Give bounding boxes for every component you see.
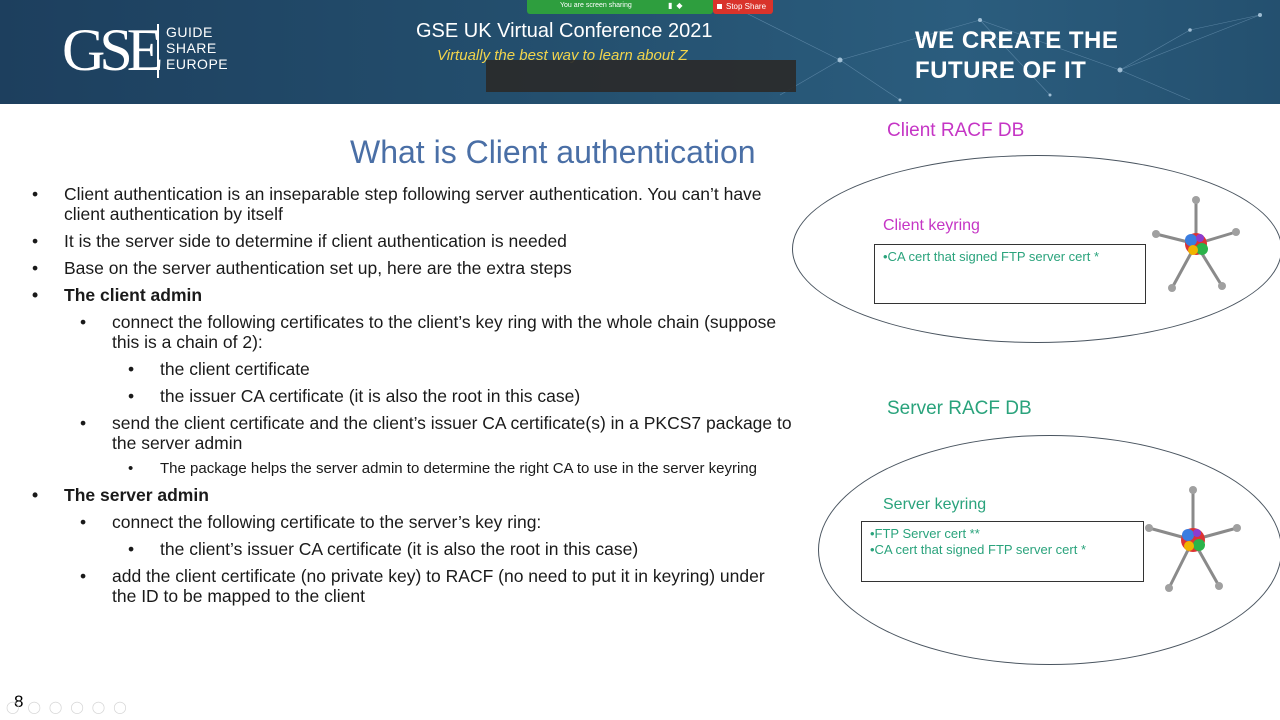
sub-bullet-item: • connect the following certificates to t… [32, 312, 792, 352]
conference-banner: GSE GUIDE SHARE EUROPE GSE UK Virtual Co… [0, 0, 1280, 104]
bullet-glyph: • [128, 460, 134, 477]
presenter-toolbar[interactable]: ◯◯◯◯◯◯ [6, 700, 135, 714]
slides-icon[interactable]: ◯ [48, 700, 71, 714]
server-keyring-entry: •FTP Server cert ** [870, 526, 980, 541]
bullet-glyph: • [128, 359, 135, 379]
conference-subtitle: Virtually the best way to learn about Z [437, 47, 688, 64]
sub-sub-bullet-item: • The package helps the server admin to d… [32, 460, 792, 478]
sub-sub-bullet-item: • the client’s issuer CA certificate (it … [32, 539, 792, 559]
keyring-icon [1145, 486, 1241, 592]
logo-divider [157, 24, 159, 78]
screen-share-bar[interactable] [527, 0, 713, 14]
bullet-item: • It is the server side to determine if c… [32, 231, 792, 251]
server-racf-db-label: Server RACF DB [887, 398, 1032, 419]
bullet-text: the client certificate [160, 359, 310, 379]
logo-wordmark: GUIDE SHARE EUROPE [166, 24, 228, 72]
bullet-text: The client admin [64, 285, 203, 305]
tagline: WE CREATE THE FUTURE OF IT [915, 26, 1118, 86]
bullet-glyph: • [80, 566, 87, 586]
bullet-glyph: • [32, 485, 39, 505]
tagline-line-2: FUTURE OF IT [915, 57, 1087, 84]
bullet-text: The server admin [64, 485, 209, 505]
bullet-text: connect the following certificate to the… [112, 512, 542, 532]
slide-title: What is Client authentication [350, 134, 756, 170]
client-racf-db-ellipse [792, 155, 1280, 343]
pause-icon[interactable]: ▮ [668, 1, 677, 10]
logo-line-europe: EUROPE [166, 56, 229, 72]
subtitle-icon[interactable]: ◯ [91, 700, 114, 714]
bullet-glyph: • [80, 512, 87, 532]
zoom-icon[interactable]: ◯ [70, 700, 92, 714]
bullet-text: Base on the server authentication set up… [64, 258, 572, 278]
redaction-bar [486, 60, 796, 92]
bullet-glyph: • [32, 184, 39, 204]
screen-share-status: You are screen sharing [560, 2, 632, 9]
bullet-item: • Base on the server authentication set u… [32, 258, 792, 278]
share-control-icons[interactable]: ▮◆ [668, 1, 687, 10]
tagline-line-1: WE CREATE THE [915, 27, 1119, 54]
conference-title: GSE UK Virtual Conference 2021 [416, 20, 713, 42]
bullet-glyph: • [128, 386, 135, 406]
bullet-glyph: • [32, 285, 39, 305]
shield-icon[interactable]: ◆ [676, 1, 687, 10]
bullet-text: Client authentication is an inseparable … [64, 184, 762, 224]
bullet-text: send the client certificate and the clie… [112, 413, 792, 453]
gse-logo-mark: GSE [62, 17, 163, 83]
server-keyring-label: Server keyring [883, 496, 987, 513]
sub-bullet-item: • add the client certificate (no private … [32, 566, 792, 606]
client-keyring-box: •CA cert that signed FTP server cert * [874, 244, 1146, 304]
bullet-glyph: • [80, 413, 87, 433]
sub-bullet-item: • connect the following certificate to th… [32, 512, 792, 532]
pen-icon[interactable]: ◯ [27, 700, 49, 714]
gse-logo: GSE GUIDE SHARE EUROPE [62, 14, 232, 86]
sub-bullet-item: • send the client certificate and the cli… [32, 413, 792, 453]
stop-icon [717, 4, 722, 10]
bullet-glyph: • [32, 258, 39, 278]
bullet-text: the issuer CA certificate (it is also th… [160, 386, 581, 406]
bullet-glyph: • [128, 539, 135, 559]
bullet-text: It is the server side to determine if cl… [64, 231, 567, 251]
bullet-item: • Client authentication is an inseparable… [32, 184, 792, 224]
more-icon[interactable]: ◯ [113, 700, 135, 714]
client-keyring-label: Client keyring [883, 217, 980, 234]
logo-line-share: SHARE [166, 40, 217, 56]
server-keyring-box: •FTP Server cert ** •CA cert that signed… [861, 521, 1144, 582]
bullet-text: add the client certificate (no private k… [112, 566, 765, 606]
bullet-glyph: • [80, 312, 87, 332]
server-racf-db-ellipse [818, 435, 1280, 665]
bullet-text: The package helps the server admin to de… [160, 460, 757, 477]
bullet-item-server-admin: • The server admin [32, 485, 792, 505]
client-racf-db-label: Client RACF DB [887, 120, 1025, 141]
logo-line-guide: GUIDE [166, 24, 213, 40]
sub-sub-bullet-item: • the issuer CA certificate (it is also t… [32, 386, 792, 406]
bullet-glyph: • [32, 231, 39, 251]
slide-bullets: • Client authentication is an inseparable… [32, 184, 792, 613]
bullet-text: the client’s issuer CA certificate (it i… [160, 539, 639, 559]
slide-page-number: 8 [14, 692, 24, 711]
client-keyring-entry: •CA cert that signed FTP server cert * [883, 249, 1100, 264]
keyring-icon [1152, 196, 1240, 292]
stop-share-label: Stop Share [726, 2, 767, 11]
server-keyring-entry: •CA cert that signed FTP server cert * [870, 542, 1087, 557]
sub-sub-bullet-item: • the client certificate [32, 359, 792, 379]
bullet-text: connect the following certificates to th… [112, 312, 777, 352]
pointer-icon[interactable]: ◯ [6, 700, 28, 714]
bullet-item-client-admin: • The client admin [32, 285, 792, 305]
stop-share-button[interactable]: Stop Share [713, 0, 773, 14]
